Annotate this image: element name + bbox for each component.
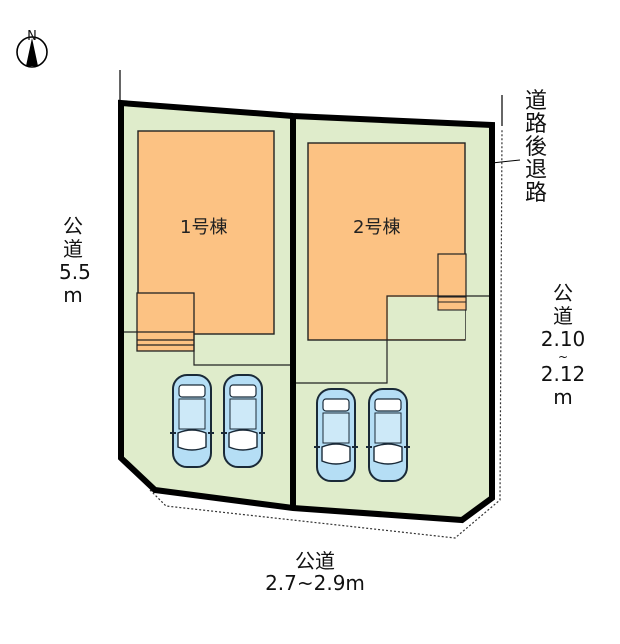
- setback-label: 道 路 後 退 路: [524, 89, 547, 207]
- north-arrow-icon: [16, 36, 48, 68]
- road-boundary-dotted: [149, 129, 503, 539]
- east-road-label: 公 道 2.10 ~ 2.12 m: [540, 281, 586, 409]
- west-road-label: 公 道 5.5 m: [59, 214, 91, 307]
- property-boundary: [118, 99, 495, 524]
- south-road-label: 公道 2.7~2.9m: [265, 549, 365, 595]
- building-2-label: 2号棟: [353, 217, 401, 238]
- building-1-label: 1号棟: [180, 217, 228, 238]
- compass-n-label: N: [27, 29, 37, 44]
